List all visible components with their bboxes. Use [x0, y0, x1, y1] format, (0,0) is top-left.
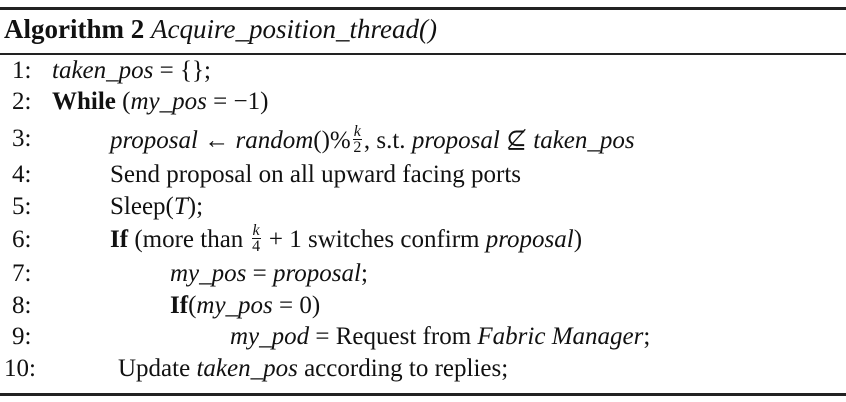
line-text: my_pos = proposal;: [170, 260, 368, 288]
text-segment: (: [115, 88, 131, 115]
math-identifier: proposal: [110, 127, 198, 154]
algorithm-line: 9: my_pod = Request from Fabric Manager;: [0, 323, 846, 355]
text-segment: = {};: [153, 57, 211, 84]
math-identifier: proposal: [273, 260, 361, 287]
line-number: 4:: [12, 161, 32, 188]
math-identifier: Fabric Manager: [477, 323, 644, 350]
line-number: 10:: [4, 355, 36, 382]
fraction-numerator: k: [251, 222, 261, 239]
text-segment: ): [573, 226, 583, 254]
math-identifier: my_pos: [170, 260, 247, 287]
math-identifier: my_pos: [130, 88, 207, 115]
algorithm-line: 7: my_pos = proposal;: [0, 260, 846, 292]
fraction-denominator: 4: [252, 238, 261, 255]
text-segment: ←: [197, 127, 236, 154]
line-number: 5:: [12, 193, 32, 220]
algorithm-label: Algorithm 2: [4, 14, 145, 44]
algorithm-line: 1: taken_pos = {};: [0, 57, 846, 89]
line-number: 3:: [12, 125, 32, 152]
algorithm-title: Algorithm 2 Acquire_position_thread(): [4, 14, 437, 45]
text-segment: ;: [643, 323, 651, 350]
text-segment: according to replies;: [297, 355, 509, 382]
text-segment: = 0): [272, 292, 321, 319]
fraction-numerator: k: [352, 122, 362, 140]
algorithm-line: 4: Send proposal on all upward facing por…: [0, 161, 846, 193]
line-text: my_pod = Request from Fabric Manager;: [230, 323, 650, 351]
math-identifier: my_pos: [196, 292, 273, 319]
line-number: 1:: [12, 57, 32, 84]
text-segment: Send proposal on all upward facing ports: [110, 161, 522, 188]
line-number: 7:: [12, 260, 32, 287]
line-text: Send proposal on all upward facing ports: [110, 161, 521, 189]
algorithm-line: 10: Update taken_pos according to replies…: [0, 355, 846, 387]
text-segment: );: [187, 193, 204, 220]
text-segment: Update: [118, 355, 197, 382]
line-number: 9:: [12, 323, 32, 350]
text-segment: = −1): [206, 88, 269, 115]
line-text: Sleep(T);: [110, 193, 203, 221]
math-identifier: random: [235, 127, 314, 154]
text-segment: , s.t.: [363, 127, 412, 154]
bottom-rule: [0, 393, 846, 396]
text-segment: Sleep(: [110, 193, 174, 220]
text-segment: ;: [360, 260, 368, 287]
algorithm-name: Acquire_position_thread(): [150, 14, 437, 44]
text-segment: ()%: [313, 127, 351, 154]
text-segment: ⊈: [499, 127, 534, 154]
line-number: 2:: [12, 88, 32, 115]
top-rule: [0, 7, 846, 10]
algorithm-line: 2: While (my_pos = −1): [0, 88, 846, 120]
keyword: If: [110, 226, 129, 254]
line-text: taken_pos = {};: [52, 57, 211, 85]
math-identifier: proposal: [411, 127, 500, 154]
math-identifier: proposal: [485, 226, 574, 254]
keyword: While: [52, 88, 116, 115]
math-identifier: my_pod: [230, 323, 310, 350]
line-number: 6:: [12, 226, 32, 253]
line-text: Update taken_pos according to replies;: [118, 355, 508, 383]
line-text: If(my_pos = 0): [170, 292, 320, 320]
text-segment: (: [188, 292, 197, 319]
math-identifier: taken_pos: [533, 127, 635, 154]
title-rule: [0, 53, 846, 55]
algorithm-line: 5: Sleep(T);: [0, 193, 846, 225]
algorithm-line: 8: If(my_pos = 0): [0, 292, 846, 324]
text-segment: (more than: [128, 226, 250, 254]
math-identifier: taken_pos: [196, 355, 298, 382]
line-text: While (my_pos = −1): [52, 88, 268, 116]
fraction-denominator: 2: [353, 138, 362, 156]
line-number: 8:: [12, 292, 32, 319]
text-segment: =: [246, 260, 273, 287]
text-segment: + 1 switches confirm: [262, 226, 486, 254]
math-identifier: taken_pos: [52, 57, 154, 84]
keyword: If: [170, 292, 189, 319]
math-identifier: T: [173, 193, 188, 220]
text-segment: = Request from: [309, 323, 478, 350]
